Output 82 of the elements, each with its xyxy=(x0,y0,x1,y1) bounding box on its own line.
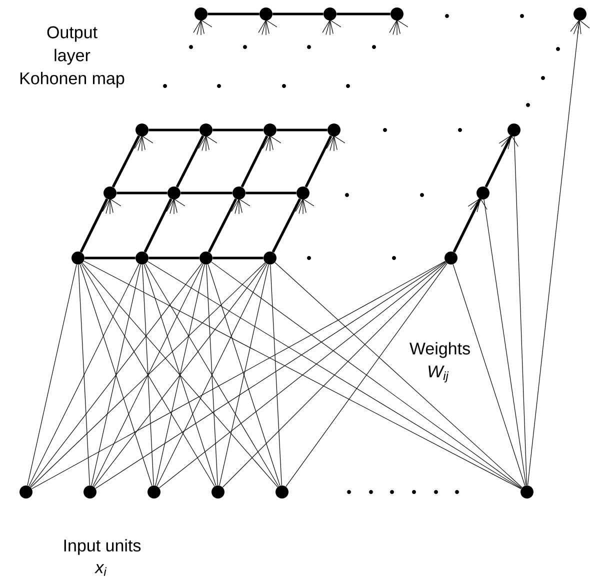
neuron-dot xyxy=(498,124,520,150)
connection-line xyxy=(148,128,200,132)
neuron-dot xyxy=(193,8,212,36)
connection-line xyxy=(81,263,215,487)
connection-line xyxy=(78,264,90,486)
neuron-dot xyxy=(212,486,224,498)
neuron-dot xyxy=(262,124,282,152)
connection-line xyxy=(176,135,204,188)
connection-line xyxy=(240,135,268,188)
connection-line xyxy=(452,264,526,486)
connection-line xyxy=(222,262,447,488)
layer-title: Output layer Kohonen map xyxy=(20,26,124,88)
neuron-dot xyxy=(258,8,278,36)
connection-line xyxy=(286,263,448,487)
connection-line xyxy=(27,264,77,486)
connection-line xyxy=(30,263,202,487)
connection-line xyxy=(91,264,141,486)
connection-line xyxy=(144,198,172,253)
connection-line xyxy=(270,264,282,486)
neuron-dot xyxy=(326,124,346,152)
neuron-dot xyxy=(468,186,490,212)
neuron-dot xyxy=(102,186,122,214)
neuron-dot xyxy=(276,486,288,498)
connection-line xyxy=(484,135,512,188)
connection-line xyxy=(276,128,328,132)
connection-line xyxy=(155,264,205,486)
connection-line xyxy=(246,192,296,194)
connection-line xyxy=(484,199,526,486)
neuron-dot xyxy=(148,486,160,498)
connection-line xyxy=(208,12,260,16)
connection-line xyxy=(142,264,154,486)
neuron-dot xyxy=(20,486,32,498)
neuron-dot xyxy=(520,486,534,498)
neuron-dot xyxy=(198,124,218,152)
symbol-label: x$_{i}$ xyxy=(94,563,108,577)
neuron-dot xyxy=(322,8,342,36)
neuron-dot xyxy=(444,252,458,264)
connection-line xyxy=(212,256,264,260)
neuron-dot xyxy=(134,124,154,152)
connection-line xyxy=(452,198,482,253)
connection-line xyxy=(272,198,302,253)
connection-line xyxy=(112,135,140,188)
connection-line xyxy=(145,263,279,487)
connection-line xyxy=(219,264,269,486)
connection-line xyxy=(211,262,522,488)
connection-line xyxy=(92,264,204,486)
connection-line xyxy=(180,192,232,194)
neuron-dot xyxy=(295,186,314,214)
connection-line xyxy=(336,12,390,16)
connection-line xyxy=(274,262,522,488)
connection-line xyxy=(116,192,168,194)
connection-line xyxy=(80,198,108,253)
caption-text: Weights xyxy=(408,341,472,359)
connection-line xyxy=(84,256,136,260)
neuron-dot xyxy=(231,186,250,214)
connection-line xyxy=(208,264,280,486)
neuron-dot xyxy=(264,252,276,264)
neuron-dot xyxy=(72,252,84,264)
connection-line xyxy=(514,136,528,486)
connection-line xyxy=(208,198,238,253)
connection-line xyxy=(272,12,324,16)
connection-line xyxy=(206,264,218,486)
neuron-dot xyxy=(570,8,590,36)
connection-line xyxy=(304,135,332,188)
connection-line xyxy=(80,264,152,486)
connection-line xyxy=(28,264,140,486)
symbol-label: W$_{ij}$ xyxy=(426,364,450,384)
connection-line xyxy=(527,20,580,486)
neuron-dot xyxy=(389,8,408,36)
neuron-dot xyxy=(136,252,148,264)
neuron-dot xyxy=(200,252,212,264)
neuron-dot xyxy=(166,186,186,214)
connection-line xyxy=(158,262,446,488)
connection-line xyxy=(95,261,446,489)
neuron-dot xyxy=(84,486,96,498)
caption-text: Input units xyxy=(62,538,142,556)
connection-line xyxy=(32,260,446,490)
connection-line xyxy=(212,128,264,132)
connection-line xyxy=(156,264,268,486)
connection-line xyxy=(148,256,200,260)
connection-line xyxy=(144,264,216,486)
connection-line xyxy=(30,262,266,488)
